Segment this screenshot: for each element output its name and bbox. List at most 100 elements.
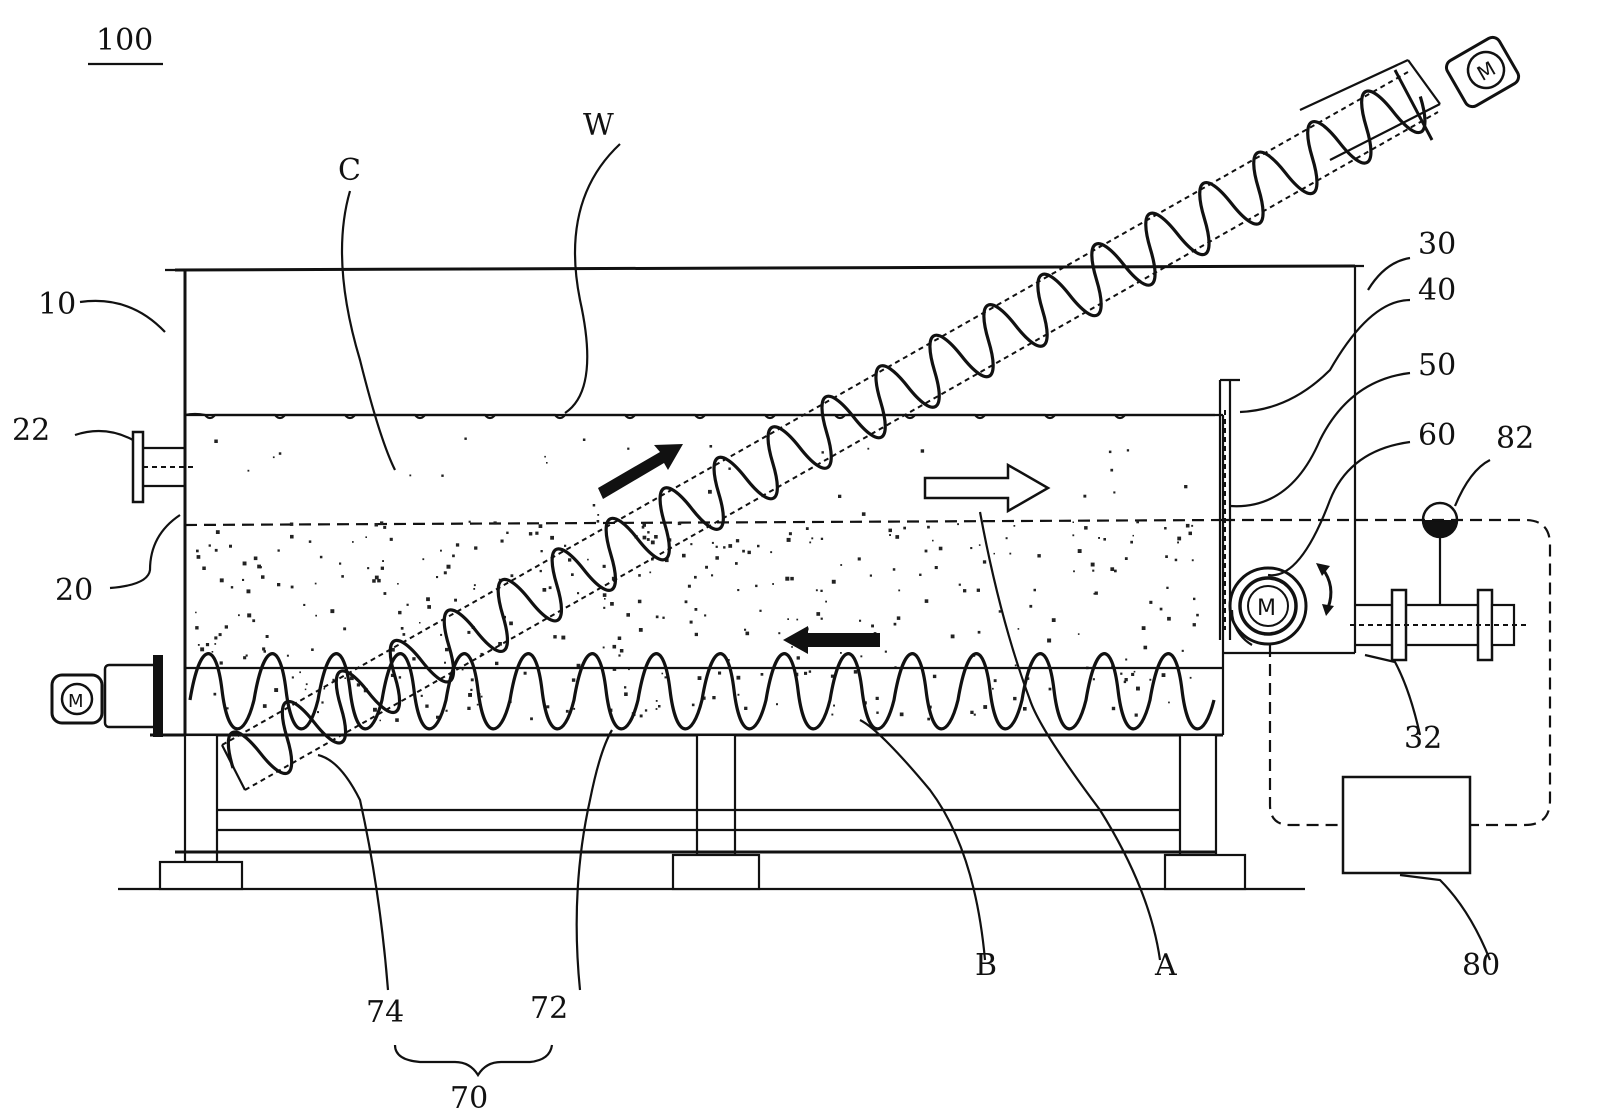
particle bbox=[436, 576, 439, 579]
particle bbox=[257, 564, 261, 569]
particle bbox=[892, 568, 896, 571]
particle bbox=[474, 546, 478, 550]
particle bbox=[1185, 523, 1190, 528]
particle bbox=[1188, 531, 1192, 536]
particle bbox=[242, 578, 245, 581]
particle bbox=[1108, 450, 1112, 454]
particle bbox=[372, 579, 376, 583]
particle bbox=[208, 544, 211, 547]
particle bbox=[809, 541, 812, 544]
particle bbox=[441, 474, 444, 477]
particle bbox=[419, 622, 421, 624]
label-c: C bbox=[338, 153, 361, 188]
particle bbox=[539, 569, 542, 573]
particle bbox=[1014, 664, 1017, 667]
particle bbox=[791, 646, 793, 648]
particle bbox=[427, 605, 431, 609]
particle bbox=[642, 523, 646, 527]
particle bbox=[470, 678, 474, 682]
inclined-screw-tube bbox=[221, 59, 1441, 791]
particle bbox=[214, 643, 217, 645]
particle bbox=[195, 626, 199, 630]
particle bbox=[723, 546, 726, 549]
particle bbox=[641, 526, 645, 529]
particle bbox=[383, 525, 387, 529]
particle bbox=[196, 549, 199, 553]
particle bbox=[709, 445, 713, 448]
particle bbox=[211, 651, 214, 653]
particle bbox=[857, 557, 861, 561]
particle bbox=[628, 668, 630, 671]
particle bbox=[919, 573, 922, 576]
particle bbox=[778, 632, 781, 635]
svg-text:M: M bbox=[68, 691, 84, 712]
particle bbox=[650, 540, 655, 545]
particle bbox=[245, 654, 248, 657]
particle bbox=[790, 576, 794, 581]
particle bbox=[229, 544, 232, 548]
particle bbox=[735, 539, 740, 543]
label-20: 20 bbox=[55, 573, 93, 608]
particle bbox=[356, 683, 360, 687]
particle bbox=[440, 549, 442, 552]
particle bbox=[825, 600, 827, 603]
particle bbox=[612, 644, 617, 649]
label-40: 40 bbox=[1418, 273, 1456, 308]
particle bbox=[816, 612, 821, 616]
particle bbox=[550, 535, 554, 540]
tank-body bbox=[150, 264, 1364, 737]
particle bbox=[219, 578, 224, 583]
particle bbox=[976, 588, 980, 592]
particle bbox=[480, 652, 483, 656]
particle bbox=[1023, 708, 1026, 711]
particle bbox=[1072, 534, 1075, 537]
label-b: B bbox=[975, 948, 997, 983]
particle bbox=[243, 656, 247, 660]
particle bbox=[473, 584, 476, 587]
particle bbox=[1005, 537, 1008, 540]
particle bbox=[655, 700, 658, 702]
particle bbox=[796, 656, 800, 660]
particle bbox=[833, 704, 835, 707]
particle bbox=[506, 531, 509, 534]
particle bbox=[1092, 569, 1095, 572]
particle bbox=[1051, 618, 1056, 622]
particle bbox=[445, 709, 448, 712]
particle bbox=[380, 566, 384, 570]
particle bbox=[303, 603, 306, 606]
particle bbox=[840, 564, 843, 566]
particle bbox=[745, 631, 750, 636]
outlet-pipe bbox=[1350, 537, 1530, 662]
particle bbox=[1136, 520, 1139, 524]
particle bbox=[702, 696, 706, 700]
particle bbox=[1164, 527, 1167, 530]
particle bbox=[1132, 534, 1134, 537]
particle bbox=[815, 589, 818, 592]
particle bbox=[1047, 638, 1052, 643]
particle bbox=[1136, 686, 1140, 691]
particle bbox=[770, 551, 773, 554]
particle bbox=[422, 558, 425, 561]
particle bbox=[776, 703, 778, 706]
particle bbox=[682, 553, 686, 558]
particle bbox=[253, 556, 258, 561]
particle bbox=[711, 574, 714, 577]
particle bbox=[893, 622, 897, 626]
particle bbox=[498, 642, 502, 646]
particle bbox=[861, 512, 866, 516]
particle bbox=[735, 562, 738, 565]
particle bbox=[895, 535, 900, 539]
particle bbox=[571, 678, 576, 682]
particle bbox=[299, 671, 301, 674]
particle bbox=[553, 635, 557, 639]
figure-number: 100 bbox=[96, 23, 153, 58]
particle bbox=[1124, 557, 1128, 560]
particle bbox=[759, 609, 762, 612]
particle bbox=[644, 709, 648, 712]
particle bbox=[587, 558, 589, 561]
particle bbox=[1193, 597, 1196, 601]
particle bbox=[402, 633, 406, 636]
particle bbox=[744, 706, 748, 710]
particle bbox=[274, 688, 279, 692]
particle bbox=[1013, 525, 1016, 527]
